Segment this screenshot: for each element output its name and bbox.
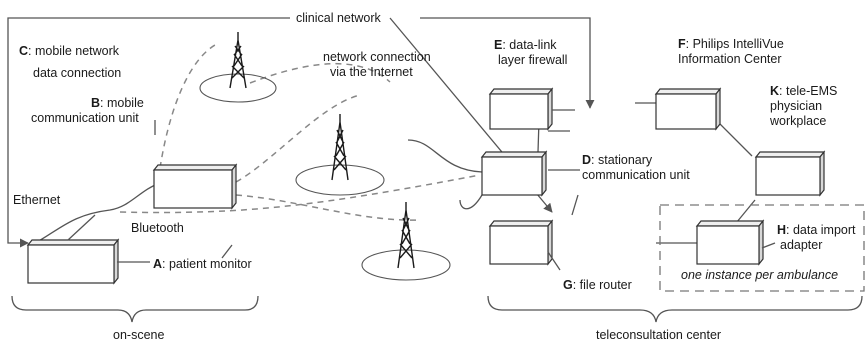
svg-text:E: data-link: E: data-link	[494, 38, 557, 52]
box-e-firewall	[488, 87, 554, 131]
internet-link-b	[407, 139, 483, 173]
svg-text:F: Philips IntelliVue: F: Philips IntelliVue	[678, 37, 784, 51]
label-a: A: patient monitor	[153, 257, 252, 271]
svg-text:H: data import: H: data import	[777, 223, 856, 237]
cell-tower-3	[361, 202, 451, 281]
ethernet-link	[29, 182, 161, 247]
box-f-intellivue	[654, 87, 722, 131]
cell-tower-1	[199, 32, 277, 103]
svg-text:layer firewall: layer firewall	[498, 53, 567, 67]
svg-text:B: mobile: B: mobile	[91, 96, 144, 110]
wireless-b-tower1	[159, 44, 216, 169]
label-c: C: mobile network data connection	[19, 44, 121, 80]
svg-text:workplace: workplace	[769, 114, 826, 128]
bluetooth-link	[119, 174, 481, 214]
svg-text:via the Internet: via the Internet	[330, 65, 413, 79]
cell-tower-2	[295, 114, 385, 196]
svg-text:G: file router: G: file router	[563, 278, 632, 292]
label-f: F: Philips IntelliVue Information Center	[678, 37, 784, 66]
box-a-patient-monitor	[26, 238, 120, 285]
d-router-link	[571, 194, 579, 216]
svg-text:D: stationary: D: stationary	[582, 153, 653, 167]
svg-text:C: mobile network: C: mobile network	[19, 44, 120, 58]
wireless-b-tower2	[235, 94, 361, 183]
svg-text:communication unit: communication unit	[582, 168, 690, 182]
f-k-link	[717, 121, 753, 157]
svg-text:adapter: adapter	[780, 238, 822, 252]
internet-link-c	[459, 194, 483, 210]
wireless-b-tower3	[235, 194, 421, 221]
box-g-file-router	[488, 219, 554, 266]
label-k: K: tele-EMS physician workplace	[769, 84, 837, 128]
box-k-tele-ems-workplace	[754, 150, 826, 197]
svg-text:K: tele-EMS: K: tele-EMS	[770, 84, 837, 98]
label-b: B: mobile communication unit	[31, 96, 144, 125]
svg-text:network connection: network connection	[323, 50, 431, 64]
label-ethernet: Ethernet	[13, 193, 61, 207]
box-h-data-import-adapter	[695, 219, 765, 266]
svg-text:data connection: data connection	[33, 66, 121, 80]
box-b-mobile-communication-unit	[152, 163, 238, 210]
label-one-instance: one instance per ambulance	[681, 268, 838, 282]
label-network-internet: network connection via the Internet	[323, 50, 431, 79]
label-teleconsultation-center: teleconsultation center	[596, 328, 721, 342]
svg-text:physician: physician	[770, 99, 822, 113]
svg-text:communication unit: communication unit	[31, 111, 139, 125]
label-g: G: file router	[563, 278, 632, 292]
label-clinical-network: clinical network	[296, 11, 382, 25]
svg-text:A: patient monitor: A: patient monitor	[153, 257, 252, 271]
brace-teleconsultation	[487, 295, 863, 323]
label-h: H: data import adapter	[777, 223, 856, 252]
wireless-links	[119, 44, 481, 221]
label-bluetooth: Bluetooth	[131, 221, 184, 235]
leader-lines	[67, 109, 776, 271]
label-on-scene: on-scene	[113, 328, 164, 342]
box-d-stationary-communication-unit	[480, 150, 548, 197]
label-e: E: data-link layer firewall	[494, 38, 567, 67]
brace-on-scene	[11, 295, 259, 323]
label-d: D: stationary communication unit	[582, 153, 690, 182]
one-instance-region	[659, 204, 865, 292]
svg-text:Information Center: Information Center	[678, 52, 782, 66]
wireless-tower1-2	[249, 62, 391, 84]
